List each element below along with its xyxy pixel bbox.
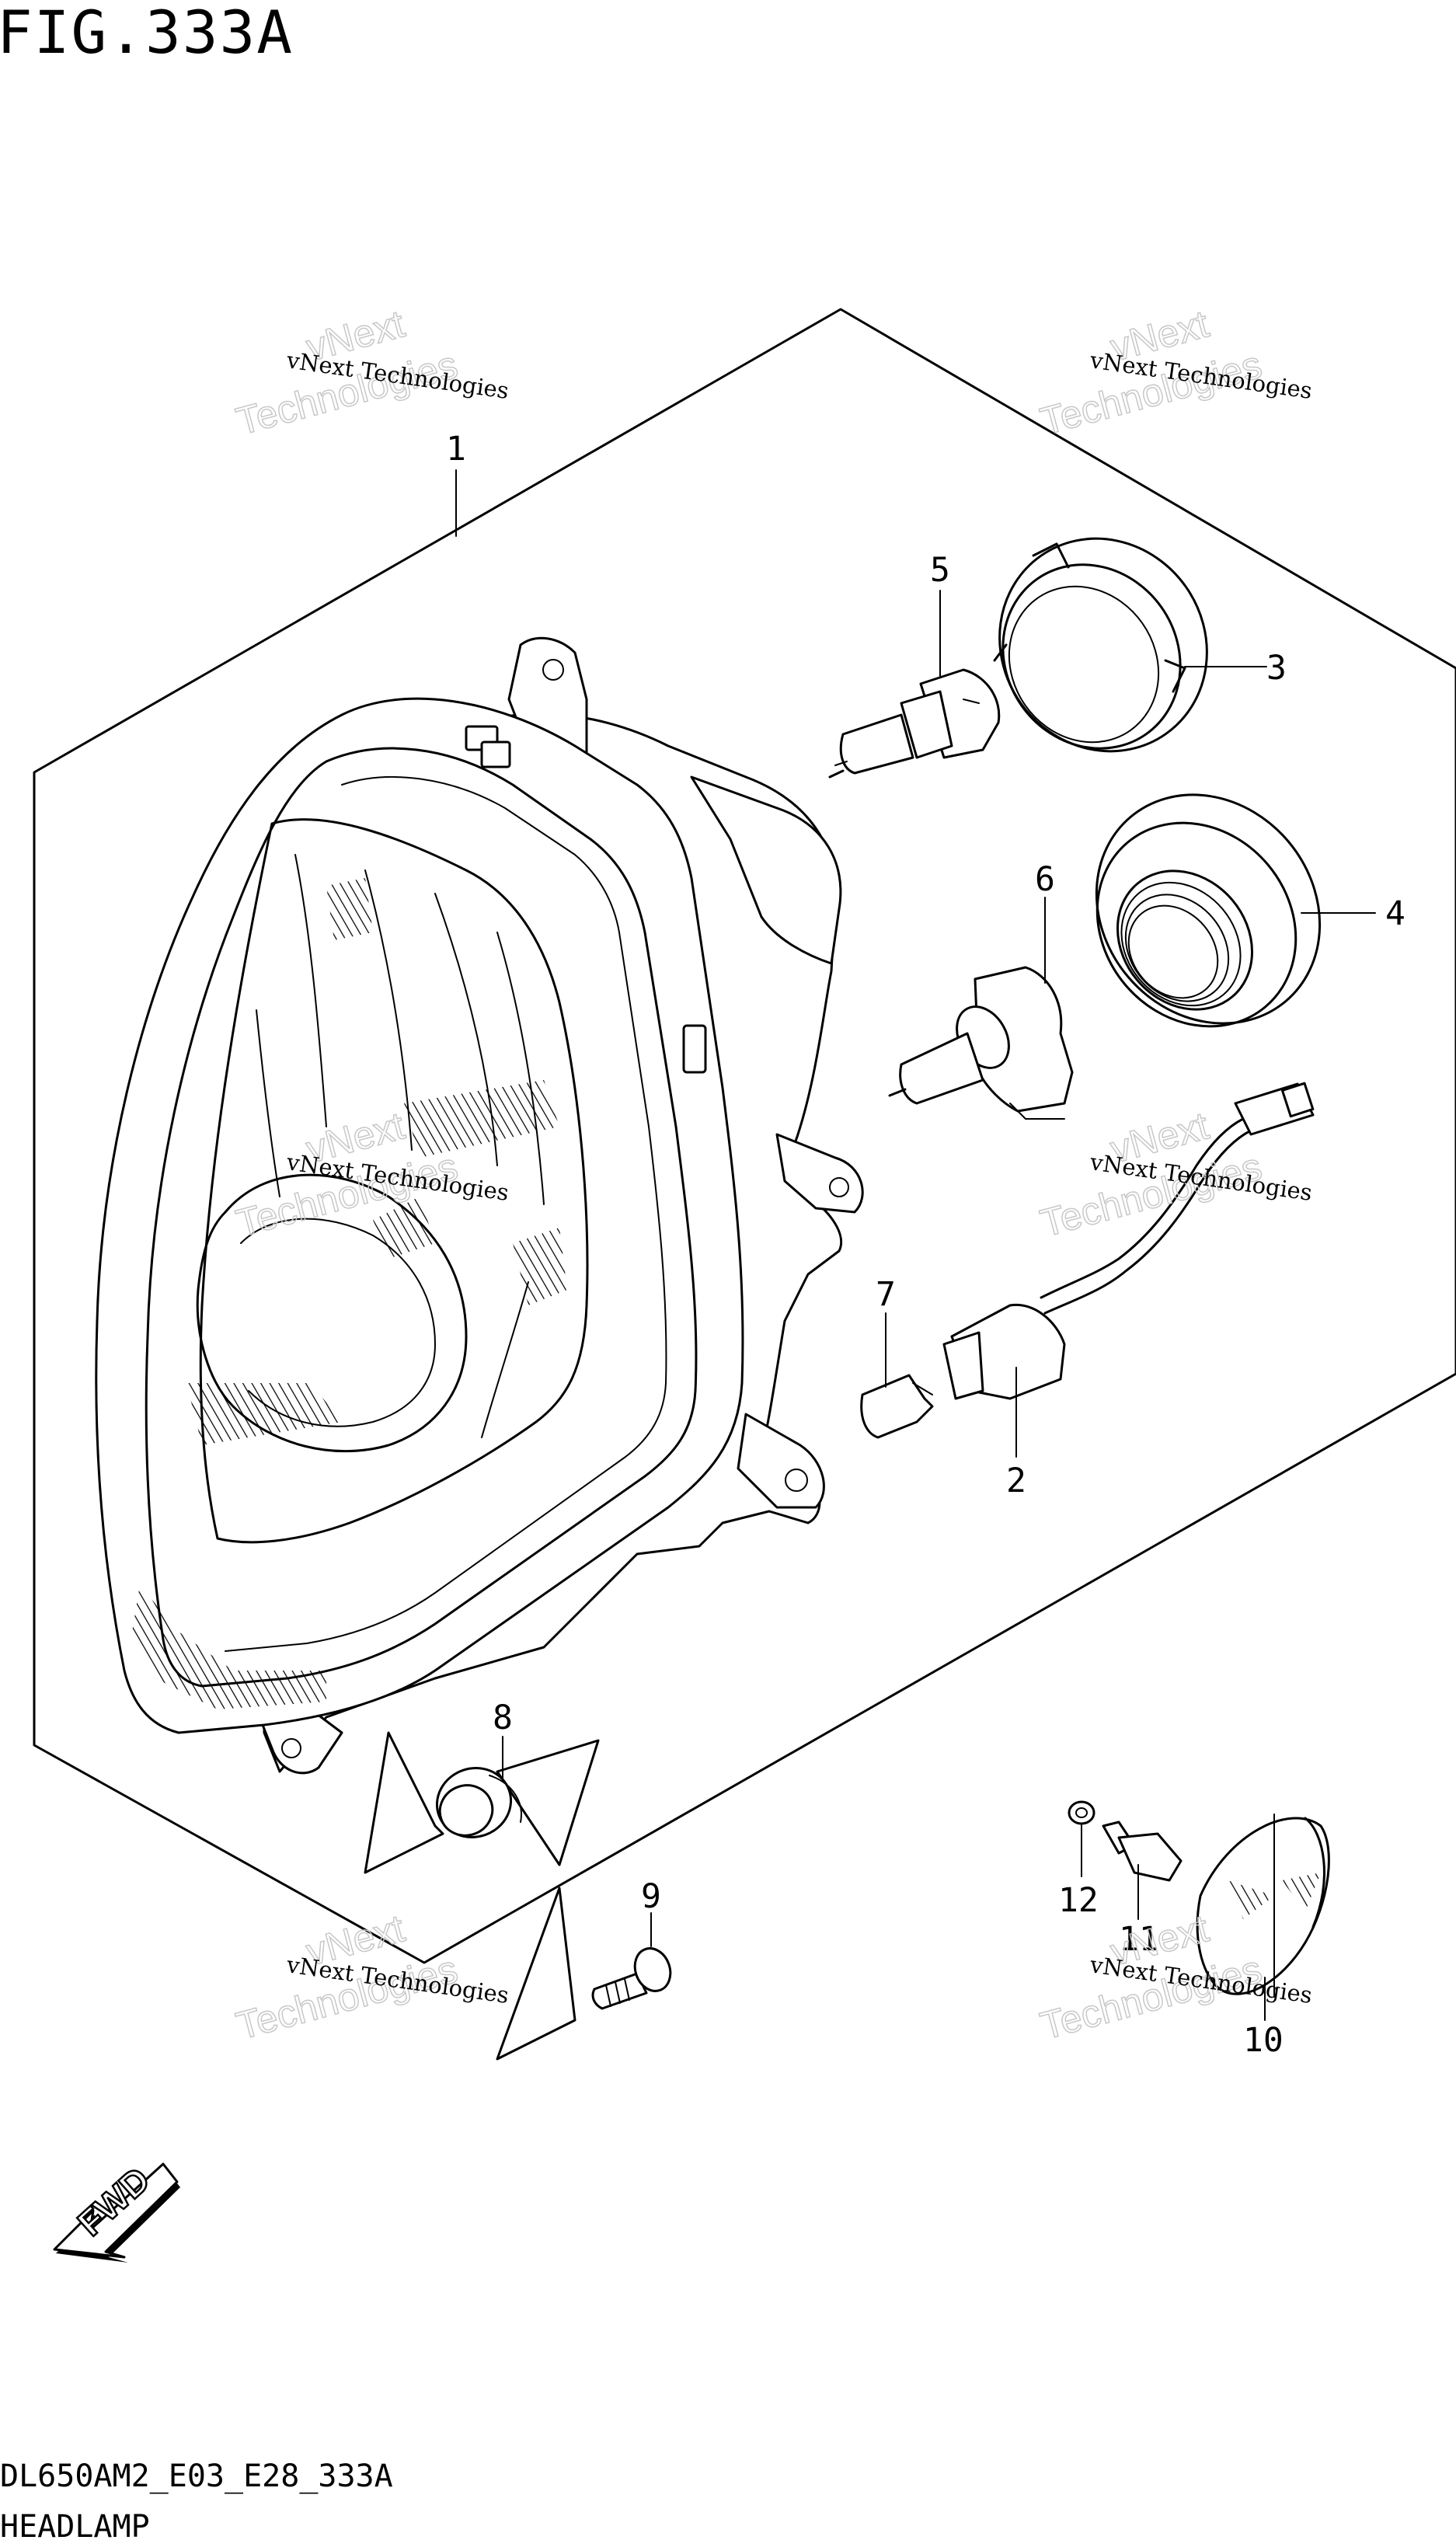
bulb-h7-icon[interactable] bbox=[828, 668, 1001, 779]
callout-labels: 1 2 3 4 5 6 7 8 9 10 11 12 bbox=[446, 430, 1405, 2060]
screw-icon[interactable] bbox=[496, 1887, 676, 2061]
callout-8: 8 bbox=[493, 1699, 513, 1737]
callout-4: 4 bbox=[1385, 894, 1405, 933]
socket-harness-icon[interactable] bbox=[942, 1082, 1315, 1400]
leader-lines bbox=[455, 469, 1376, 2021]
watermark-bottom-left: vNext Technologies vNext Technologies bbox=[232, 1906, 510, 2049]
callout-11: 11 bbox=[1119, 1920, 1159, 1959]
washer-icon[interactable] bbox=[1068, 1800, 1095, 1825]
spacer-icon[interactable] bbox=[1102, 1821, 1183, 1882]
bulb-retaining-ring-icon[interactable] bbox=[958, 498, 1249, 792]
watermark-top-left: vNext Technologies vNext Technologies bbox=[232, 301, 510, 444]
headlamp-assembly-icon[interactable] bbox=[95, 636, 864, 1775]
callout-2: 2 bbox=[1006, 1462, 1026, 1500]
callout-12: 12 bbox=[1058, 1881, 1099, 1920]
position-bulb-icon[interactable] bbox=[860, 1374, 934, 1439]
callout-10: 10 bbox=[1243, 2021, 1284, 2060]
fwd-arrow-icon: FWD bbox=[53, 2158, 180, 2263]
callout-6: 6 bbox=[1035, 860, 1055, 899]
callout-1: 1 bbox=[446, 430, 466, 469]
bulb-h9-icon[interactable] bbox=[888, 966, 1074, 1120]
rubber-cover-icon[interactable] bbox=[1050, 749, 1366, 1068]
callout-7: 7 bbox=[876, 1275, 896, 1314]
watermark-top-right: vNext Technologies vNext Technologies bbox=[1036, 301, 1314, 444]
reflector-icon[interactable] bbox=[1196, 1814, 1330, 1998]
callout-3: 3 bbox=[1266, 649, 1287, 688]
diagram-code: DL650AM2_E03_E28_333A bbox=[0, 2458, 393, 2494]
figure-title: FIG.333A bbox=[0, 0, 294, 67]
diagram-name: HEADLAMP bbox=[0, 2509, 150, 2545]
callout-9: 9 bbox=[641, 1877, 661, 1916]
assembly-boundary bbox=[33, 308, 1456, 1964]
callout-5: 5 bbox=[930, 551, 950, 590]
grommet-icon[interactable] bbox=[364, 1731, 600, 1874]
